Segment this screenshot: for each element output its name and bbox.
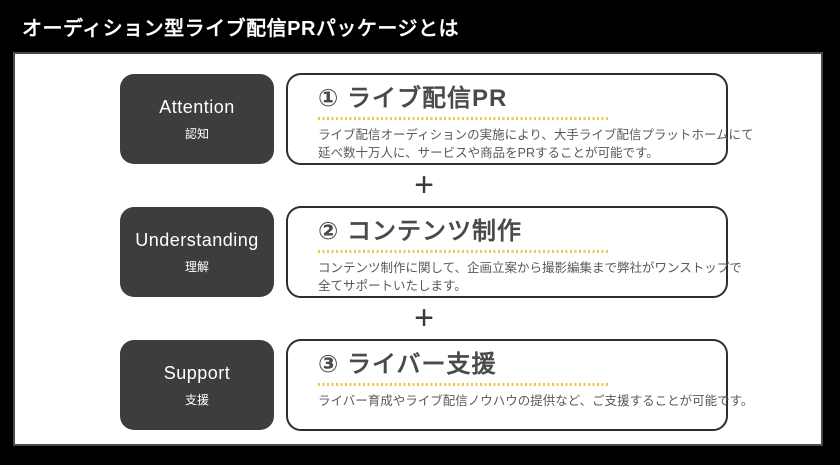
info-desc-line: ライバー育成やライブ配信ノウハウの提供など、ご支援することが可能です。 <box>318 393 754 408</box>
plus-separator-row: + <box>120 165 728 206</box>
info-desc-line: 延べ数十万人に、サービスや商品をPRすることが可能です。 <box>318 146 659 161</box>
info-box-liver-support: ③ ライバー支援 ライバー育成やライブ配信ノウハウの提供など、ご支援することが可… <box>286 339 754 431</box>
dotted-underline <box>318 116 609 120</box>
info-heading: ③ ライバー支援 <box>318 351 497 378</box>
info-desc-line: ライブ配信オーディションの実施により、大手ライブ配信プラットホームにて <box>318 127 754 142</box>
content-panel: Attention 認知 ① ライブ配信PR ライブ配信オーディションの実施によ… <box>13 52 823 446</box>
dotted-underline <box>318 382 609 386</box>
content-panel-inner: Attention 認知 ① ライブ配信PR ライブ配信オーディションの実施によ… <box>15 54 821 444</box>
stage-row-attention: Attention 認知 ① ライブ配信PR ライブ配信オーディションの実施によ… <box>120 73 821 165</box>
stage-label-en: Attention <box>159 96 235 117</box>
info-desc-line: コンテンツ制作に関して、企画立案から撮影編集まで弊社がワンストップで <box>318 260 742 275</box>
stage-row-support: Support 支援 ③ ライバー支援 ライバー育成やライブ配信ノウハウの提供な… <box>120 339 821 431</box>
dotted-underline <box>318 249 609 253</box>
stage-box-understanding: Understanding 理解 <box>120 207 274 297</box>
info-heading: ① ライブ配信PR <box>318 85 508 112</box>
info-box-live-pr: ① ライブ配信PR ライブ配信オーディションの実施により、大手ライブ配信プラット… <box>286 73 754 165</box>
info-desc-line: 全てサポートいたします。 <box>318 279 467 294</box>
stage-box-attention: Attention 認知 <box>120 74 274 164</box>
info-description: ライバー育成やライブ配信ノウハウの提供など、ご支援することが可能です。 <box>318 392 754 411</box>
page-title: オーディション型ライブ配信PRパッケージとは <box>22 17 459 40</box>
stage-label-en: Support <box>163 362 231 383</box>
stage-label-ja: 認知 <box>184 126 209 141</box>
info-box-content-production: ② コンテンツ制作 コンテンツ制作に関して、企画立案から撮影編集まで弊社がワンス… <box>286 206 742 298</box>
stage-label-ja: 支援 <box>184 392 209 407</box>
stage-box-support: Support 支援 <box>120 340 274 430</box>
plus-icon: + <box>414 165 434 204</box>
info-heading: ② コンテンツ制作 <box>318 218 522 245</box>
plus-icon: + <box>414 298 434 337</box>
stage-label-ja: 理解 <box>184 259 209 274</box>
slide-header: オーディション型ライブ配信PRパッケージとは <box>0 0 840 52</box>
info-description: ライブ配信オーディションの実施により、大手ライブ配信プラットホームにて 延べ数十… <box>318 126 754 164</box>
plus-separator-row: + <box>120 298 728 339</box>
info-description: コンテンツ制作に関して、企画立案から撮影編集まで弊社がワンストップで 全てサポー… <box>318 259 742 297</box>
stage-label-en: Understanding <box>135 229 259 250</box>
stage-row-understanding: Understanding 理解 ② コンテンツ制作 コンテンツ制作に関して、企… <box>120 206 821 298</box>
